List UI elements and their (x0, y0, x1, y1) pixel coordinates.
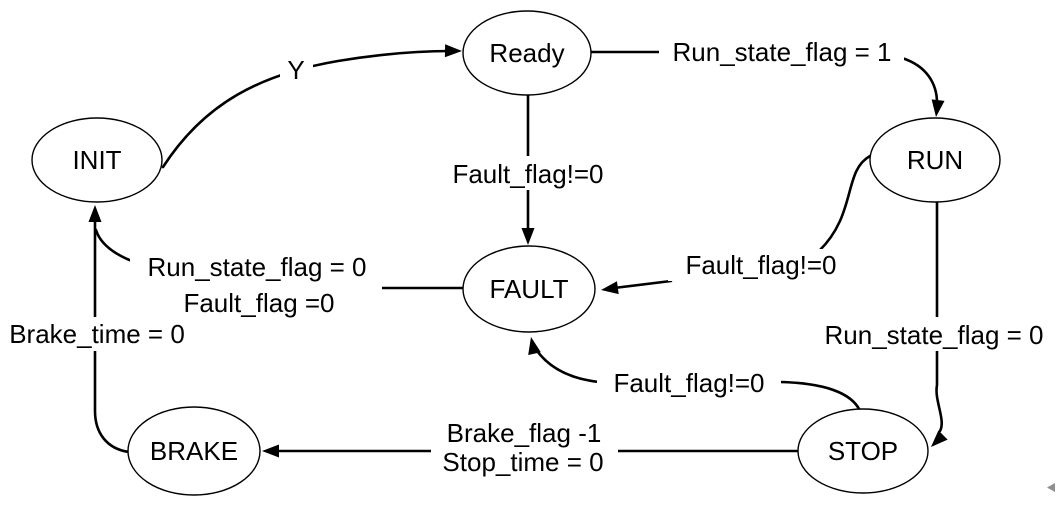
transition-label-stop-to-brake-line1: Brake_flag -1 (447, 418, 602, 448)
transition-label-run-to-fault: Fault_flag!=0 (685, 250, 836, 280)
transition-label-ready-to-run: Run_state_flag = 1 (673, 37, 892, 67)
transition-label-fault-to-init-line1: Run_state_flag = 0 (148, 252, 367, 282)
edge-into-init-arrowhead-icon (88, 205, 102, 222)
edge-labels-layer: Y Run_state_flag = 1 Fault_flag!=0 Fault… (9, 37, 1043, 477)
edge-run-to-fault-curve (817, 154, 872, 253)
label-bg (0, 317, 198, 351)
state-node-stop: STOP (797, 408, 929, 494)
edge-init-to-ready (161, 49, 454, 169)
state-node-stop-ellipse (797, 408, 929, 494)
state-node-init-label: INIT (72, 145, 121, 175)
label-bg (438, 156, 619, 190)
corner-left-chevron-icon (1047, 483, 1055, 492)
state-node-fault-ellipse (462, 245, 596, 333)
label-bg (431, 417, 618, 479)
transition-label-run-to-stop: Run_state_flag = 0 (825, 320, 1044, 350)
nodes-layer: INIT Ready RUN FAULT BRAKE STOP (31, 10, 1001, 496)
state-node-ready: Ready (462, 10, 592, 96)
edge-init-to-ready-arrowhead-icon (444, 44, 462, 58)
edge-run-to-fault-arrowhead-icon (601, 281, 619, 295)
label-bg (668, 249, 852, 281)
state-node-ready-ellipse (462, 10, 592, 96)
state-node-run-label: RUN (907, 145, 963, 175)
state-node-stop-label: STOP (828, 436, 898, 466)
state-node-init-ellipse (31, 117, 163, 203)
state-node-brake-ellipse (127, 406, 261, 496)
edge-ready-to-run-arrowhead-icon (931, 99, 945, 117)
edge-ready-to-fault-arrowhead-icon (521, 228, 535, 245)
label-backgrounds-layer (0, 36, 1056, 479)
label-bg (811, 317, 1056, 351)
edge-ready-to-run-curve (900, 56, 939, 105)
label-bg (659, 36, 904, 68)
state-node-init: INIT (31, 117, 163, 203)
edge-brake-to-init (93, 220, 131, 454)
edge-stop-to-fault-arrowhead-icon (528, 337, 541, 355)
state-node-fault-label: FAULT (490, 274, 569, 304)
transition-label-stop-to-fault: Fault_flag!=0 (613, 368, 764, 398)
state-node-ready-label: Ready (489, 38, 564, 68)
transition-label-fault-to-init-line2: Fault_flag =0 (183, 288, 334, 318)
state-node-fault: FAULT (462, 245, 596, 333)
label-bg (597, 366, 781, 398)
edge-stop-to-brake-arrowhead-icon (262, 444, 279, 458)
edge-run-to-stop (935, 200, 943, 433)
transition-label-ready-to-fault: Fault_flag!=0 (452, 159, 603, 189)
edge-run-to-stop-arrowhead-icon (931, 430, 948, 447)
state-node-run: RUN (869, 117, 1001, 203)
transition-label-stop-to-brake-line2: Stop_time = 0 (442, 447, 603, 477)
label-bg (130, 250, 382, 320)
edge-stop-to-fault-right-curve (778, 380, 863, 415)
edge-run-to-fault-line (612, 279, 673, 290)
state-node-brake-label: BRAKE (150, 436, 238, 466)
transition-label-brake-to-init: Brake_time = 0 (9, 319, 185, 349)
edge-stop-to-fault-left-curve (533, 346, 601, 384)
transition-label-init-to-ready: Y (287, 55, 304, 85)
state-node-run-ellipse (869, 117, 1001, 203)
state-node-brake: BRAKE (127, 406, 261, 496)
label-bg (280, 54, 313, 84)
